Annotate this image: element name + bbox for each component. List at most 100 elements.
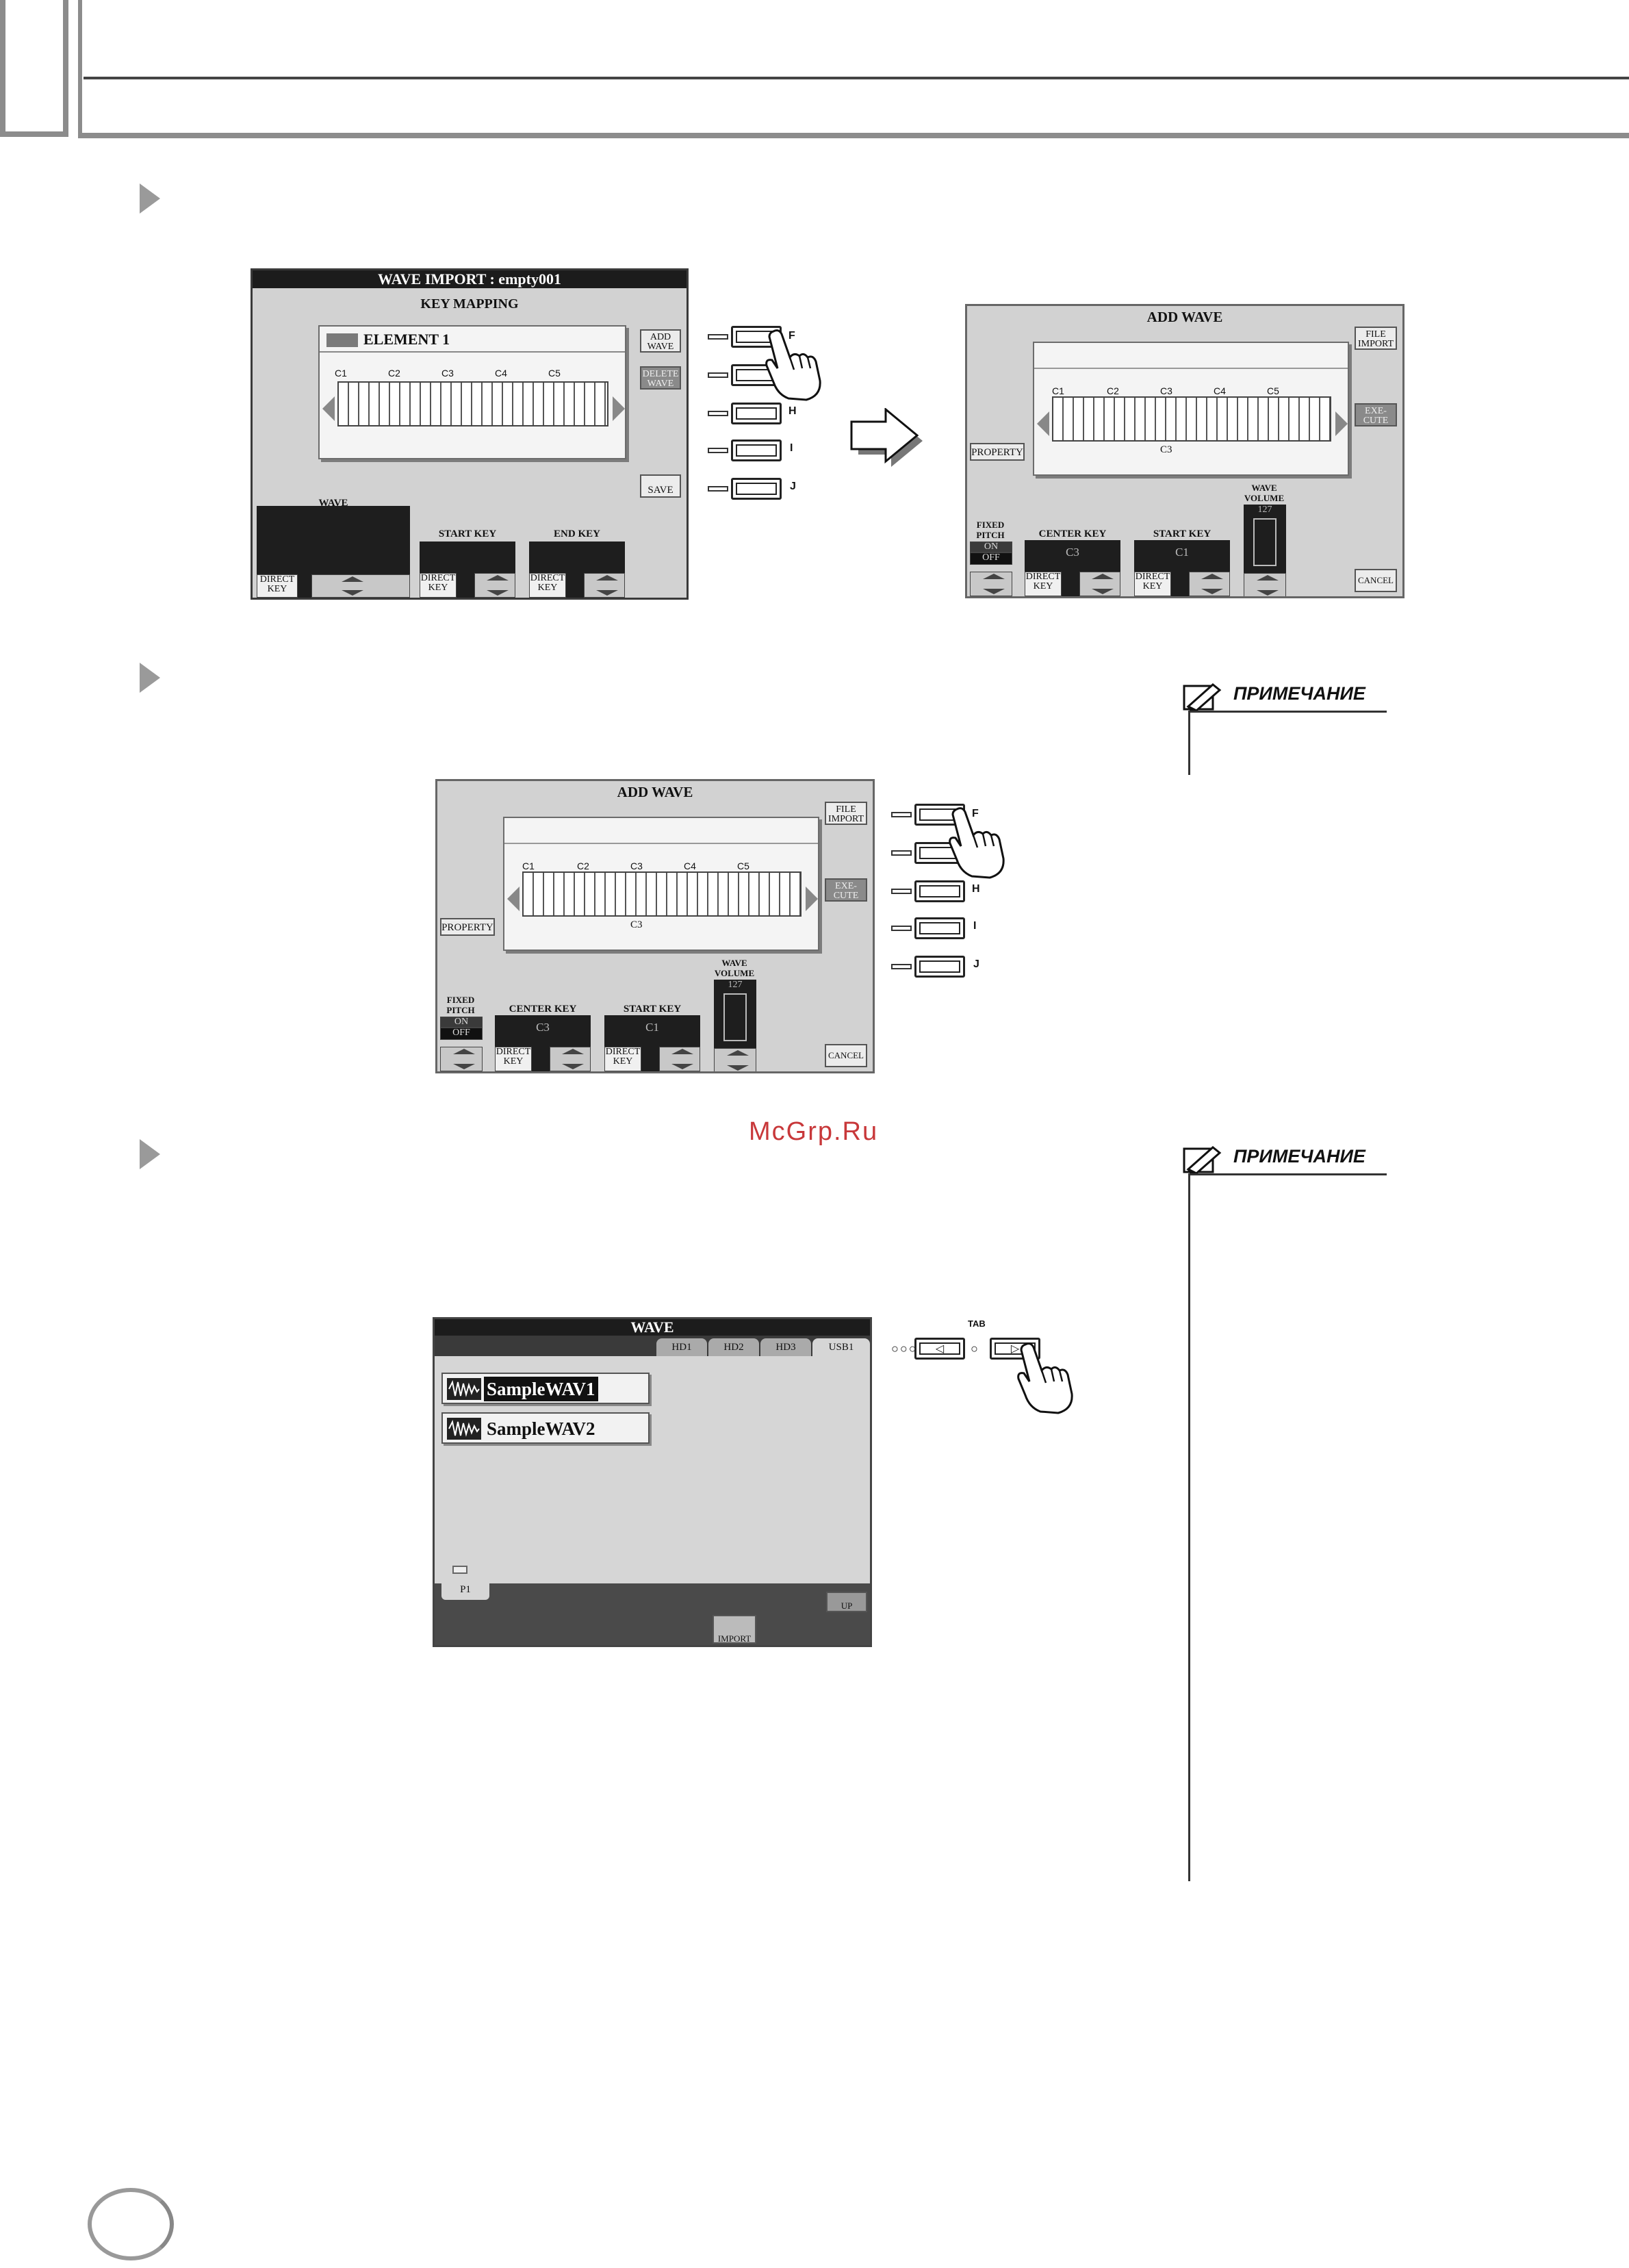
up-down-button[interactable] [311,574,410,598]
tab-hd3[interactable]: HD3 [760,1338,811,1356]
file-item[interactable]: SampleWAV1 [441,1373,650,1404]
start-key-box: C1 DIRECT KEY [604,1015,700,1071]
note-rule [1188,711,1387,713]
direct-key-button[interactable]: DIRECT KEY [529,573,566,598]
keyboard[interactable] [522,871,801,917]
on-option[interactable]: ON [970,541,1012,552]
wave-volume-box: 127 [1244,505,1286,596]
direct-key-button[interactable]: DIRECT KEY [420,573,457,598]
keyboard-panel: C1 C2 C3 C4 C5 C3 [503,817,819,951]
end-key-box: DIRECT KEY [529,541,625,598]
up-down-button[interactable] [1079,572,1120,596]
volume-slider[interactable] [1253,518,1277,566]
off-option[interactable]: OFF [970,552,1012,565]
note-title: ПРИМЕЧАНИЕ [1233,683,1365,704]
up-down-button[interactable] [550,1047,591,1071]
scroll-right-icon[interactable] [806,887,818,911]
scroll-left-icon[interactable] [507,887,520,911]
panel-button-j[interactable] [731,478,782,500]
execute-button[interactable]: EXE-CUTE [825,878,867,902]
keyboard[interactable] [1052,396,1331,442]
off-option[interactable]: OFF [440,1028,483,1040]
screen-title: ADD WAVE [617,784,693,800]
header-left-bar-2 [63,0,68,137]
panel-label: I [790,442,793,454]
add-wave-button[interactable]: ADD WAVE [640,329,681,353]
fixed-pitch-box: ON OFF [970,541,1012,596]
direct-key-button[interactable]: DIRECT KEY [1025,572,1062,596]
up-down-button[interactable] [714,1048,756,1071]
header-rule-top [84,77,1629,79]
panel-button-j[interactable] [914,956,965,978]
import-button[interactable]: IMPORT [713,1615,756,1644]
note-vertical-line [1188,712,1190,775]
up-down-button[interactable] [584,573,625,598]
panel-button-i[interactable] [731,439,782,461]
direct-key-button[interactable]: DIRECT KEY [604,1047,641,1071]
file-import-button[interactable]: FILE IMPORT [1355,327,1397,350]
up-down-button[interactable] [474,573,515,598]
execute-button[interactable]: EXE-CUTE [1355,403,1397,426]
scroll-right-icon[interactable] [613,396,625,421]
up-down-button[interactable] [659,1047,700,1071]
panel-button-f[interactable] [914,804,965,826]
panel-led [708,448,728,453]
up-down-button[interactable] [970,572,1012,596]
property-button[interactable]: PROPERTY [440,918,495,936]
property-button[interactable]: PROPERTY [970,443,1025,461]
direct-key-button[interactable]: DIRECT KEY [1134,572,1171,596]
scroll-left-icon[interactable] [1037,411,1049,436]
panel-led [708,411,728,416]
wave-volume-label: WAVE VOLUME [714,958,755,978]
center-key-marker: C3 [1160,444,1172,455]
start-key-value: C1 [1175,546,1189,559]
up-down-button[interactable] [1189,572,1230,596]
cancel-button[interactable]: CANCEL [825,1044,867,1067]
octave-label: C1 [522,861,535,871]
panel-button-h[interactable] [914,880,965,902]
element-name: ELEMENT 1 [363,331,450,348]
octave-label: C3 [1160,385,1172,396]
center-key-value: C3 [1066,546,1079,559]
file-import-button[interactable]: FILE IMPORT [825,802,867,825]
panel-button-i[interactable] [914,917,965,939]
scroll-left-icon[interactable] [322,396,335,421]
direct-key-button[interactable]: DIRECT KEY [495,1047,532,1071]
note-title: ПРИМЕЧАНИЕ [1233,1146,1365,1167]
panel-label: H [788,405,797,417]
cancel-button[interactable]: CANCEL [1355,569,1397,592]
scroll-right-icon[interactable] [1335,411,1348,436]
right-arrow-icon [850,408,923,467]
wave-volume-box: 127 [714,980,756,1071]
start-key-value: C1 [645,1021,659,1034]
tab-hd2[interactable]: HD2 [708,1338,759,1356]
tab-hd1[interactable]: HD1 [656,1338,707,1356]
tab-left-icon: ◁ [919,1342,960,1355]
file-item[interactable]: SampleWAV2 [441,1412,650,1444]
up-button[interactable]: UP [826,1592,867,1612]
octave-label: C5 [1267,385,1279,396]
save-button[interactable]: SAVE [640,474,681,498]
center-key-label: CENTER KEY [509,1004,577,1015]
panel-button-h[interactable] [731,403,782,424]
step-arrow-2 [140,663,160,693]
page-number-circle [88,2188,174,2260]
note-rule [1188,1173,1387,1175]
start-key-label: START KEY [1153,528,1211,539]
fixed-pitch-label: FIXED PITCH [976,520,1005,540]
panel-led [708,486,728,492]
up-down-button[interactable] [440,1047,483,1071]
direct-key-button[interactable]: DIRECT KEY [257,574,298,598]
tab-usb1[interactable]: USB1 [812,1338,870,1356]
tab-left-button[interactable]: ◁ [914,1338,965,1360]
on-option[interactable]: ON [440,1017,483,1028]
keyboard[interactable] [337,381,608,426]
up-down-button[interactable] [1244,573,1286,596]
page-tab-p1[interactable]: P1 [441,1579,489,1600]
volume-slider[interactable] [723,993,747,1041]
delete-wave-button[interactable]: DELETE WAVE [640,366,681,390]
panel-label: J [790,481,796,492]
panel-led [891,889,912,894]
octave-label: C1 [1052,385,1064,396]
octave-label: C4 [1214,385,1226,396]
